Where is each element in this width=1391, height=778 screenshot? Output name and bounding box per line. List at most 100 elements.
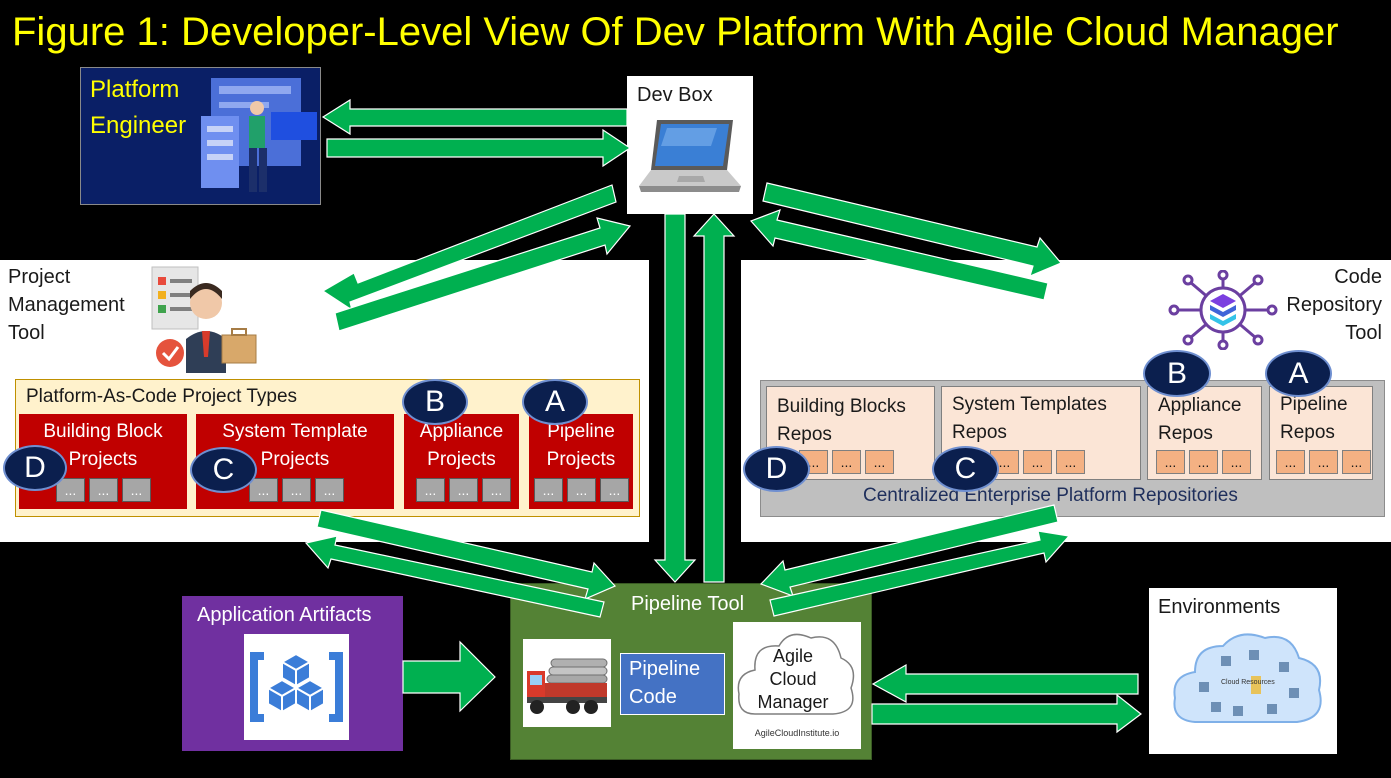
arrow-devbox-to-engineer xyxy=(321,98,628,136)
arrow-pipeline-to-environments xyxy=(871,693,1142,734)
building-block-projects-items: ... ... ... xyxy=(56,478,151,502)
appliance-projects-items: ... ... ... xyxy=(416,478,511,502)
list-item: ... xyxy=(1056,450,1085,474)
pm-tool-label-3: Tool xyxy=(8,322,45,344)
list-item: ... xyxy=(1156,450,1185,474)
badge-d-projects: D xyxy=(3,445,67,491)
application-artifacts-box: Application Artifacts xyxy=(182,596,403,751)
badge-c-projects: C xyxy=(190,447,257,493)
arrow-pipeline-to-devbox xyxy=(692,213,736,583)
building-blocks-repos-line1: Building Blocks xyxy=(777,396,906,417)
arrow-pm-to-pipeline xyxy=(316,509,617,601)
list-item: ... xyxy=(1309,450,1338,474)
cloud-resources-label: Cloud Resources xyxy=(1221,679,1275,686)
repo-tool-label-2: Repository xyxy=(1286,294,1382,316)
system-template-projects-line1: System Template xyxy=(222,421,368,442)
list-item: ... xyxy=(1276,450,1305,474)
artifacts-icon-frame xyxy=(244,634,349,740)
list-item: ... xyxy=(1222,450,1251,474)
platform-engineer-box: Platform Engineer xyxy=(80,67,321,205)
list-item: ... xyxy=(89,478,118,502)
cloud-icon xyxy=(737,633,855,715)
appliance-repos-line1: Appliance xyxy=(1158,395,1242,416)
arrow-environments-to-pipeline xyxy=(871,663,1139,704)
arrow-pm-to-devbox xyxy=(334,217,632,332)
system-templates-repos-line2: Repos xyxy=(952,422,1007,443)
cloud-resources-icon: Cloud Resources xyxy=(1173,633,1322,723)
pipeline-code-line2: Code xyxy=(629,686,677,708)
building-blocks-repos-line2: Repos xyxy=(777,424,832,445)
arrow-devbox-to-repo xyxy=(762,182,1062,278)
appliance-projects-line2: Projects xyxy=(427,449,496,470)
environments-label: Environments xyxy=(1158,596,1281,618)
arrow-repo-to-pipeline xyxy=(759,504,1059,598)
system-template-projects-items: ... ... ... xyxy=(249,478,344,502)
list-item: ... xyxy=(1342,450,1371,474)
building-block-projects-line1: Building Block xyxy=(43,421,163,442)
list-item: ... xyxy=(416,478,445,502)
pipeline-projects-items: ... ... ... xyxy=(534,478,629,502)
arrow-devbox-to-pm xyxy=(321,184,617,312)
badge-d-repos: D xyxy=(743,446,810,492)
building-block-projects-line2: Projects xyxy=(68,449,138,470)
list-item: ... xyxy=(56,478,85,502)
badge-b-repos: B xyxy=(1143,350,1211,397)
pipeline-code-box: Pipeline Code xyxy=(620,653,725,715)
project-types-label: Platform-As-Code Project Types xyxy=(26,386,298,407)
appliance-repos-line2: Repos xyxy=(1158,423,1213,444)
list-item: ... xyxy=(249,478,278,502)
repo-tool-label-1: Code xyxy=(1334,266,1382,288)
badge-b-projects: B xyxy=(402,379,468,425)
platform-engineer-label-1: Platform xyxy=(90,76,180,103)
arrow-repo-to-devbox xyxy=(749,209,1049,301)
badge-c-repos: C xyxy=(932,446,999,492)
acm-line1: Agile xyxy=(772,646,814,666)
badge-a-projects: A xyxy=(522,379,588,425)
laptop-icon xyxy=(639,120,741,192)
project-manager-icon xyxy=(151,266,257,373)
pipeline-truck-frame xyxy=(523,639,611,727)
system-templates-repos-line1: System Templates xyxy=(952,394,1107,415)
pipeline-repos-line1: Pipeline xyxy=(1280,394,1348,415)
arrow-artifacts-to-pipeline xyxy=(402,640,496,713)
list-item: ... xyxy=(1189,450,1218,474)
badge-a-repos: A xyxy=(1265,350,1332,397)
acm-line2: Cloud xyxy=(769,669,817,689)
repo-tool-label-3: Tool xyxy=(1345,322,1382,344)
list-item: ... xyxy=(315,478,344,502)
pipeline-repos-items: ... ... ... xyxy=(1276,450,1371,474)
agile-cloud-manager-card: Agile Cloud Manager AgileCloudInstitute.… xyxy=(733,622,861,749)
list-item: ... xyxy=(122,478,151,502)
pipeline-projects-line2: Projects xyxy=(546,449,616,470)
list-item: ... xyxy=(282,478,311,502)
pipeline-code-line1: Pipeline xyxy=(629,658,701,680)
list-item: ... xyxy=(534,478,563,502)
environments-box: Environments Cloud Resources xyxy=(1149,588,1337,754)
acm-url: AgileCloudInstitute.io xyxy=(754,728,840,738)
dev-box-label: Dev Box xyxy=(637,84,713,106)
system-template-projects-line2: Projects xyxy=(260,449,330,470)
pipeline-tool-box: Pipeline Tool Pipeline Code Agile Cloud … xyxy=(510,583,872,760)
appliance-repos-items: ... ... ... xyxy=(1156,450,1251,474)
list-item: ... xyxy=(865,450,894,474)
figure-title: Figure 1: Developer-Level View Of Dev Pl… xyxy=(12,10,1339,54)
appliance-projects-line1: Appliance xyxy=(419,421,504,442)
pipeline-truck-icon xyxy=(527,658,608,714)
dev-box: Dev Box xyxy=(627,76,753,214)
pipeline-repos-line2: Repos xyxy=(1280,422,1335,443)
list-item: ... xyxy=(567,478,596,502)
list-item: ... xyxy=(482,478,511,502)
platform-engineer-illustration-icon xyxy=(201,78,317,192)
list-item: ... xyxy=(1023,450,1052,474)
pm-tool-label-2: Management xyxy=(8,294,125,316)
pipeline-projects-line1: Pipeline xyxy=(547,421,615,442)
arrow-pipeline-to-pm xyxy=(304,535,605,618)
pipeline-tool-label: Pipeline Tool xyxy=(631,593,745,615)
arrow-devbox-to-pipeline xyxy=(653,213,697,583)
list-item: ... xyxy=(600,478,629,502)
acm-line3: Manager xyxy=(757,692,829,712)
repository-hub-icon xyxy=(1168,270,1278,350)
application-artifacts-label: Application Artifacts xyxy=(197,604,372,626)
arrow-engineer-to-devbox xyxy=(326,128,632,168)
